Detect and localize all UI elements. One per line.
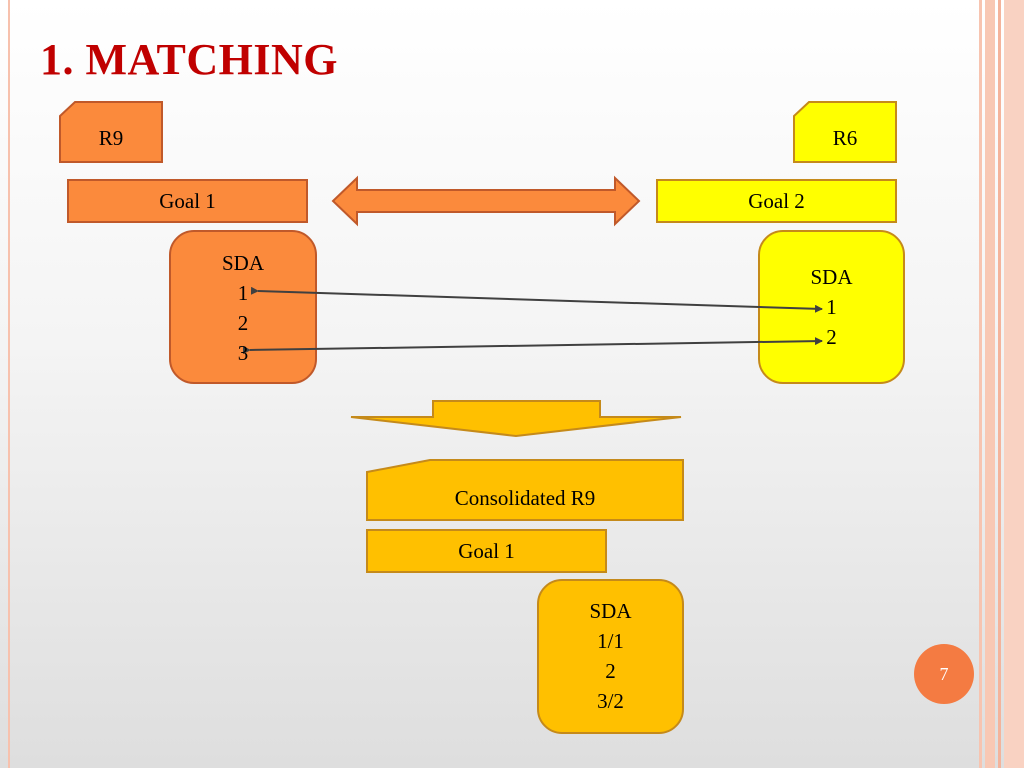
consolidated-sda-list: SDA 1/1 2 3/2 <box>538 596 683 716</box>
page-number-badge: 7 <box>914 644 974 704</box>
right-border-stripe <box>979 0 982 768</box>
consolidated-sda-box <box>537 579 684 734</box>
right-sda-item-2: 2 <box>826 325 837 349</box>
left-goal-label: Goal 1 <box>159 188 216 213</box>
slide-title: 1. MATCHING <box>40 35 339 84</box>
right-sda-list: SDA 1 2 <box>759 262 904 352</box>
right-report-label: R6 <box>832 125 858 150</box>
right-sda-item-1: 1 <box>826 295 837 319</box>
left-sda-item-3: 3 <box>237 341 249 365</box>
consolidated-sda-item-1: 1/1 <box>597 629 624 653</box>
connector-sda1-to-sda1 <box>250 286 823 313</box>
left-sda-heading: SDA <box>221 251 264 275</box>
right-border-stripe <box>1004 0 1024 768</box>
consolidated-sda-item-3: 3/2 <box>597 689 624 713</box>
down-arrow <box>350 400 682 438</box>
consolidated-report-label: Consolidated R9 <box>454 485 596 510</box>
right-border-stripe <box>998 0 1001 768</box>
left-report-label: R9 <box>98 125 124 150</box>
consolidated-sda-item-2: 2 <box>605 659 616 683</box>
right-sda-heading: SDA <box>810 265 853 289</box>
left-border-line <box>8 0 10 768</box>
left-goal-bar <box>67 179 308 223</box>
right-goal-bar <box>656 179 897 223</box>
right-goal-label: Goal 2 <box>748 188 805 213</box>
consolidated-goal-label: Goal 1 <box>458 538 515 563</box>
left-sda-list: SDA 1 2 3 <box>170 248 316 368</box>
left-sda-item-1: 1 <box>237 281 249 305</box>
consolidated-report-shape <box>366 459 684 521</box>
left-sda-item-2: 2 <box>237 311 249 335</box>
consolidated-sda-heading: SDA <box>589 599 632 623</box>
right-report-shape <box>793 101 897 163</box>
double-arrow <box>331 175 641 227</box>
consolidated-goal-bar <box>366 529 607 573</box>
right-border-stripe <box>985 0 995 768</box>
connector-sda3-to-sda2 <box>242 337 823 355</box>
left-report-shape <box>59 101 163 163</box>
